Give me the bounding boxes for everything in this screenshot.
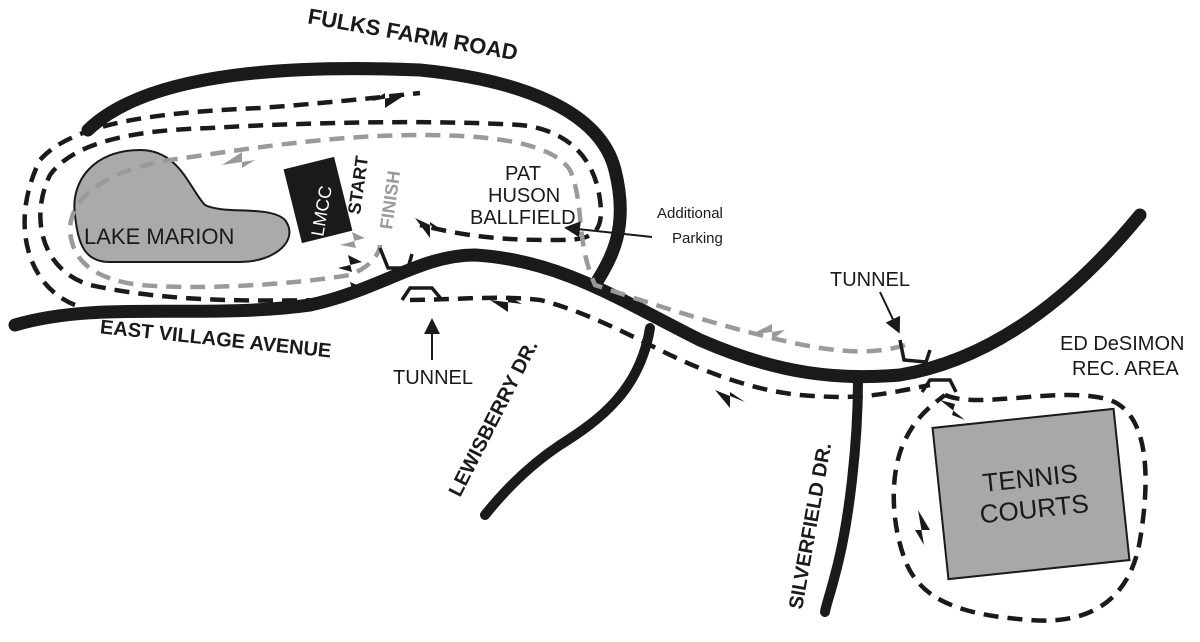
lmcc-building [283,156,353,244]
tunnel-left-top [378,247,414,270]
rec-line-2: REC. AREA [1072,358,1179,380]
fulks-farm-road-label: FULKS FARM ROAD [306,4,520,66]
finish-arrows [222,152,785,340]
rec-area-label: ED DeSIMON REC. AREA [1060,333,1184,380]
parking-line-2: Parking [672,230,723,247]
lewisberry-drive [480,323,655,520]
parking-line-1: Additional [657,205,723,222]
tunnel-left-label: TUNNEL [393,367,473,389]
tunnel-right-bottom [920,378,958,393]
fulks-farm-road [81,62,627,292]
ballfield-line-3: BALLFIELD [470,207,576,229]
additional-parking-label: Additional Parking [657,205,723,247]
lake-marion [73,148,291,263]
ballfield-line-1: PAT [505,163,541,185]
race-route-loop [38,119,604,303]
east-village-avenue-label: EAST VILLAGE AVENUE [99,316,332,362]
tennis-courts [931,407,1131,581]
race-route-rec-loop [891,392,1148,623]
lake-marion-label: LAKE MARION [84,224,234,249]
finish-route [67,132,906,354]
tunnel-right-pointer [879,291,901,334]
tunnel-right-top [898,339,932,364]
silverfield-drive [820,373,863,617]
ballfield-label: PAT HUSON BALLFIELD [470,163,576,229]
tunnel-left-bottom [400,286,444,302]
route-arrows [338,93,965,545]
start-label: START [344,155,372,216]
race-route-outer [22,90,421,308]
tunnel-right-label: TUNNEL [830,269,910,291]
rec-line-1: ED DeSIMON [1060,333,1184,355]
parking-pointer [564,221,653,238]
finish-label: FINISH [376,169,404,230]
ballfield-line-2: HUSON [488,185,560,207]
tennis-courts-label: TENNIS COURTS [978,458,1090,529]
